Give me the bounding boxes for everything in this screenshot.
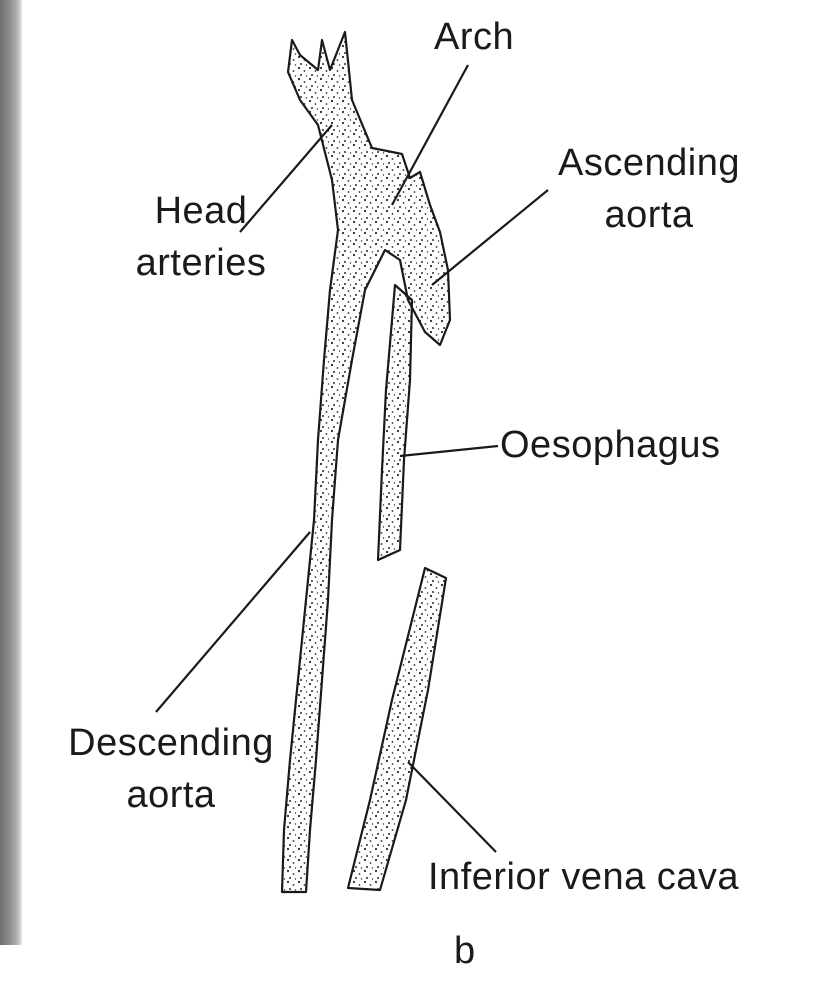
aorta-shape: [282, 32, 450, 892]
oesophagus-leader-line: [400, 446, 498, 456]
descending-aorta-label-line2: aorta: [46, 772, 296, 818]
inferior-vena-cava-leader-line: [408, 762, 496, 852]
ascending-aorta-label-line1: Ascending: [534, 140, 764, 186]
oesophagus-label: Oesophagus: [500, 422, 721, 468]
ascending-aorta-label: Ascending aorta: [534, 140, 764, 238]
inferior-vena-cava-shape: [348, 568, 446, 890]
head-arteries-label: Head arteries: [114, 188, 288, 286]
ascending-aorta-leader-line: [432, 190, 548, 285]
figure-letter: b: [454, 928, 476, 974]
descending-aorta-leader-line: [156, 532, 310, 712]
head-arteries-label-line1: Head: [114, 188, 288, 234]
ascending-aorta-label-line2: aorta: [534, 192, 764, 238]
oesophagus-shape: [378, 285, 412, 560]
arch-leader-line: [392, 65, 468, 205]
inferior-vena-cava-label: Inferior vena cava: [428, 854, 739, 900]
descending-aorta-label-line1: Descending: [46, 720, 296, 766]
arch-label: Arch: [434, 14, 514, 60]
descending-aorta-label: Descending aorta: [46, 720, 296, 818]
head-arteries-label-line2: arteries: [114, 240, 288, 286]
